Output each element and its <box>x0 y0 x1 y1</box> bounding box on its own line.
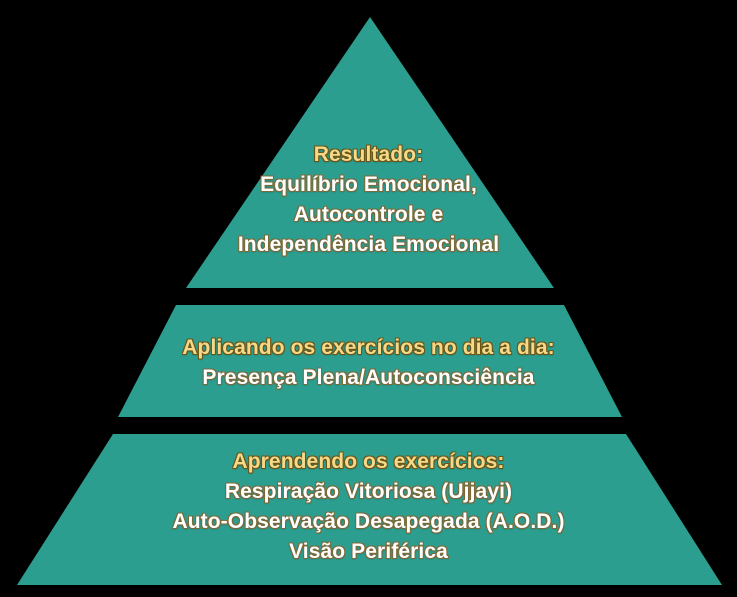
pyramid-tier-bottom-shape <box>17 434 722 585</box>
pyramid-tier-middle-shape <box>118 305 622 417</box>
pyramid-tier-top-shape <box>186 17 554 288</box>
